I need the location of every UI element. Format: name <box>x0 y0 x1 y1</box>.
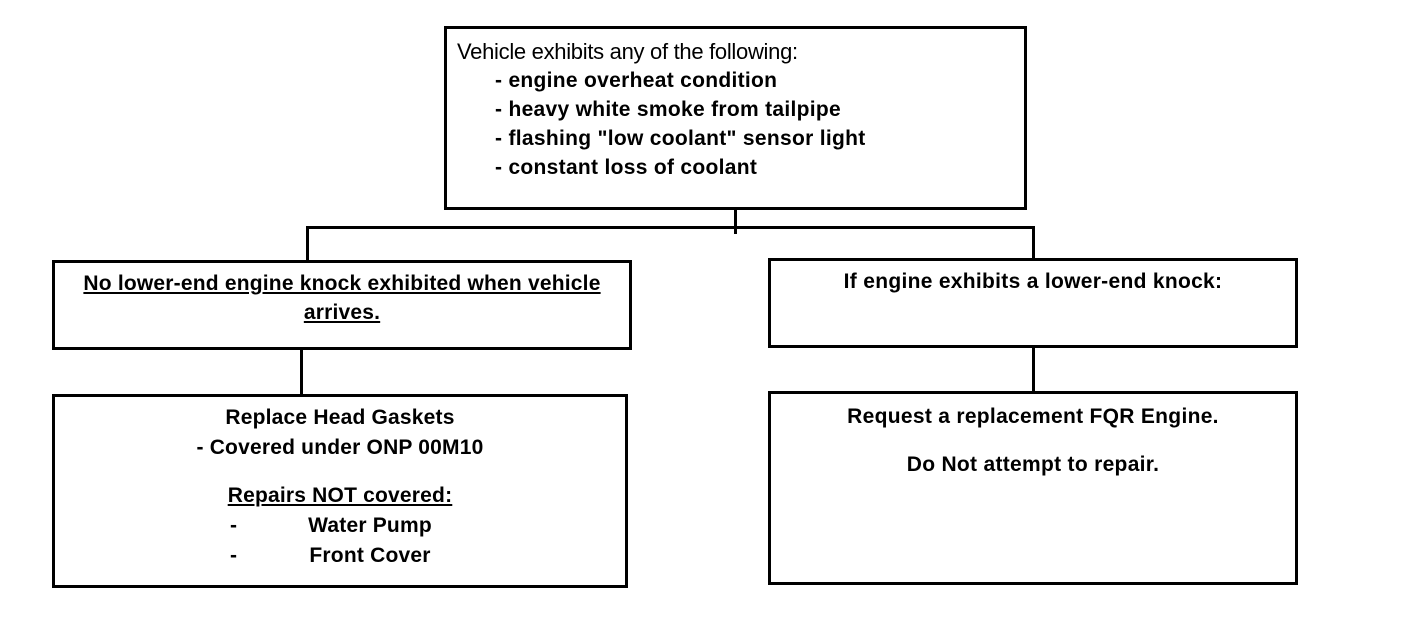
symptom-item: constant loss of coolant <box>495 153 1014 182</box>
action-title: Replace Head Gaskets <box>225 406 455 429</box>
replace-head-gaskets-box: Replace Head Gaskets - Covered under ONP… <box>52 394 628 588</box>
symptoms-intro: Vehicle exhibits any of the following: <box>457 39 798 64</box>
replacement-request-text: Request a replacement FQR Engine. <box>847 405 1219 428</box>
do-not-repair-text: Do Not attempt to repair. <box>906 453 1160 476</box>
not-covered-heading: Repairs NOT covered: <box>227 484 453 507</box>
not-covered-item: - Water Pump <box>55 511 625 541</box>
symptom-item: flashing "low coolant" sensor light <box>495 124 1014 153</box>
item-dash: - <box>230 514 238 537</box>
knock-condition-box: If engine exhibits a lower-end knock: <box>768 258 1298 348</box>
item-label: Water Pump <box>308 514 432 537</box>
no-knock-condition-text: No lower-end engine knock exhibited when… <box>83 272 601 324</box>
symptom-item: engine overheat condition <box>495 66 1014 95</box>
no-knock-condition-box: No lower-end engine knock exhibited when… <box>52 260 632 350</box>
not-covered-item: - Front Cover <box>55 541 625 571</box>
connector-right-lower <box>1032 346 1035 393</box>
knock-condition-text: If engine exhibits a lower-end knock: <box>843 270 1223 293</box>
connector-right-drop <box>1032 226 1035 260</box>
coverage-note: - Covered under ONP 00M10 <box>196 436 484 459</box>
symptom-item: heavy white smoke from tailpipe <box>495 95 1014 124</box>
connector-horizontal-bar <box>306 226 1035 229</box>
connector-left-drop <box>306 226 309 262</box>
item-dash: - <box>230 544 238 567</box>
symptoms-list: engine overheat condition heavy white sm… <box>457 66 1014 182</box>
symptoms-box: Vehicle exhibits any of the following: e… <box>444 26 1027 210</box>
connector-left-lower <box>300 348 303 396</box>
item-label: Front Cover <box>309 544 431 567</box>
replacement-engine-box: Request a replacement FQR Engine. Do Not… <box>768 391 1298 585</box>
connector-top-stem <box>734 207 737 234</box>
